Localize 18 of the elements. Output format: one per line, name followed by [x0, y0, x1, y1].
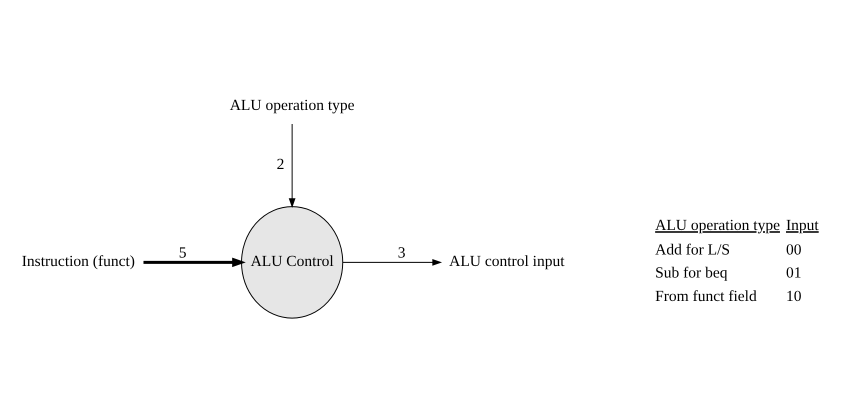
label: Sub for beq	[655, 264, 728, 282]
edge-label: 5	[178, 244, 186, 262]
edge-label: 3	[398, 244, 406, 262]
label: Input	[786, 217, 819, 234]
label: 10	[786, 288, 802, 305]
label: From funct field	[655, 288, 757, 305]
arrow	[143, 258, 246, 268]
node-circle: ALU Control	[241, 206, 344, 319]
label: Add for L/S	[655, 241, 730, 258]
label: 01	[786, 264, 802, 282]
label: 00	[786, 241, 802, 258]
edge-label: 2	[276, 156, 284, 173]
node-text: ALU control input	[449, 253, 565, 270]
node-text: Instruction (funct)	[22, 253, 135, 270]
node-text: ALU operation type	[230, 97, 355, 114]
arrow	[288, 124, 296, 208]
arrow	[342, 258, 442, 266]
label: ALU operation type	[655, 217, 780, 234]
